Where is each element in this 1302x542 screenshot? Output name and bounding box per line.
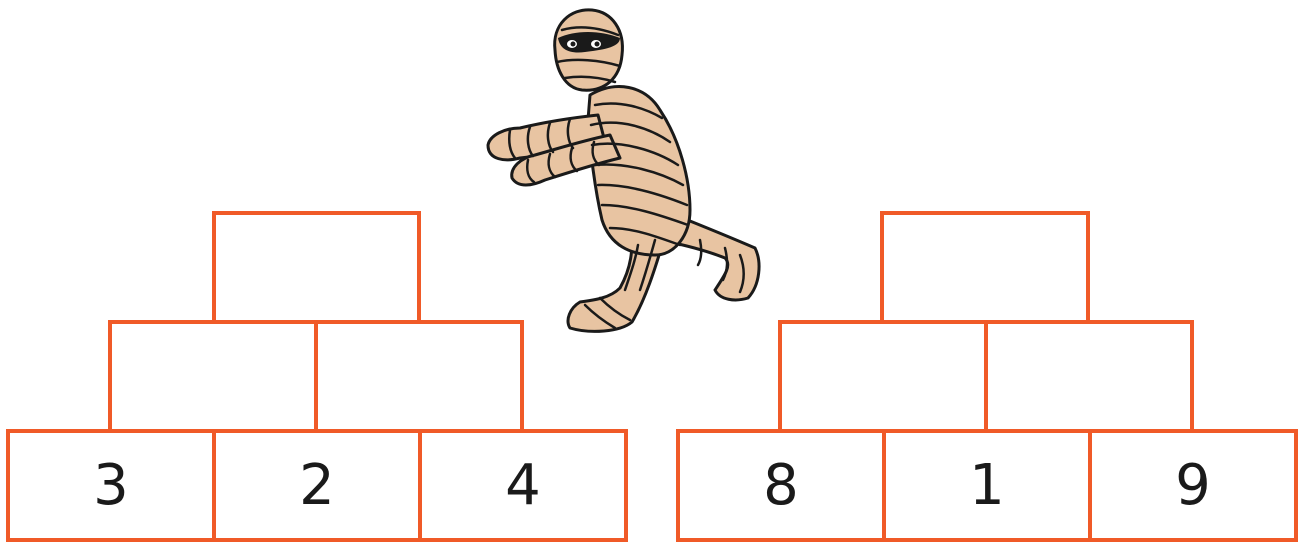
right-pyramid-bottom-brick-2: 1 (882, 429, 1092, 542)
right-pyramid-middle-brick-1[interactable] (778, 320, 988, 433)
right-pyramid-bottom-brick-1: 8 (676, 429, 886, 542)
right-pyramid-middle-brick-2[interactable] (984, 320, 1194, 433)
right-pyramid-top-brick[interactable] (880, 211, 1090, 324)
mummy-icon (470, 0, 770, 345)
right-pyramid-bottom-brick-3: 9 (1088, 429, 1298, 542)
